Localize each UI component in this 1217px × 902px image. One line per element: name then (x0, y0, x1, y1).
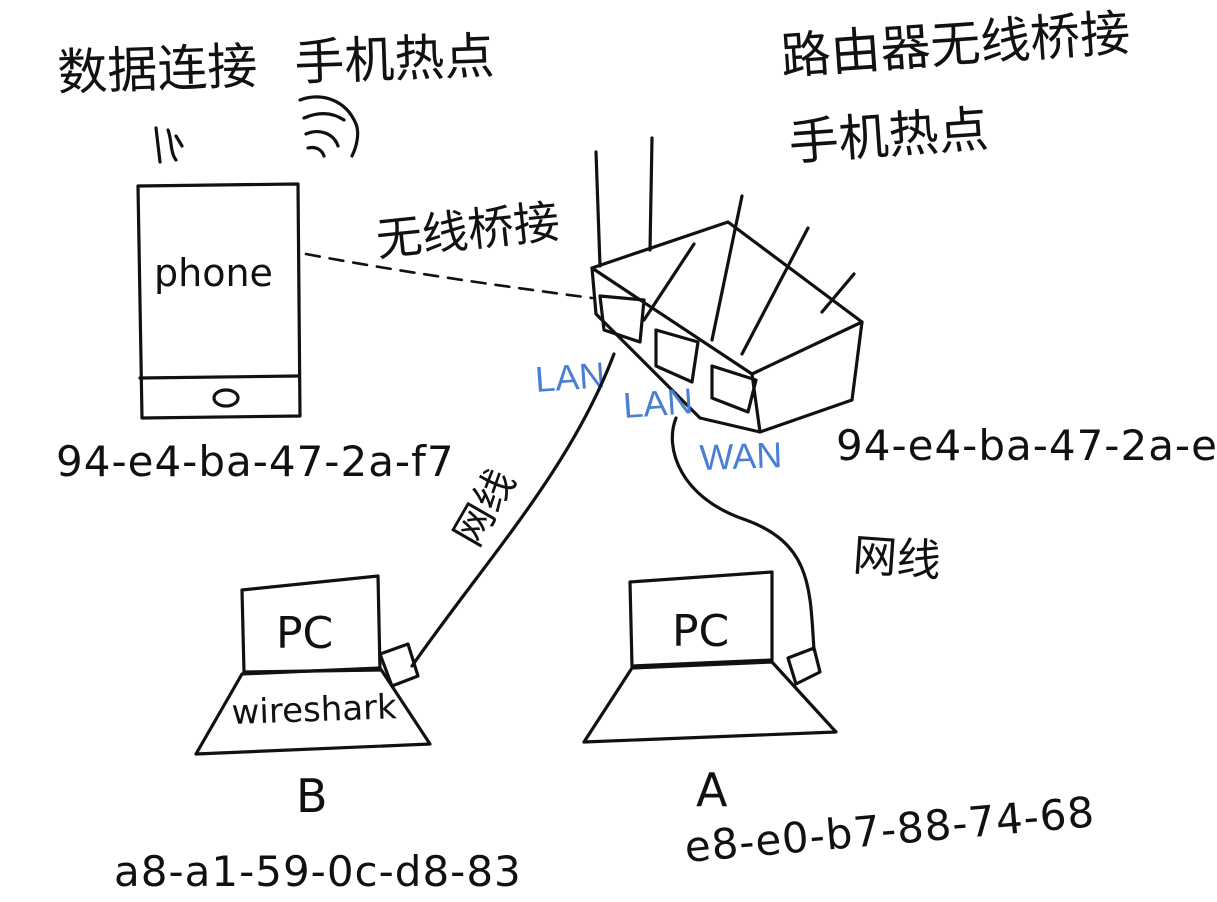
router-wireless-bridge-label: 路由器无线桥接 (779, 4, 1132, 86)
signal-bars-icon (154, 126, 184, 164)
router-antenna (648, 136, 654, 252)
wireless-bridge-link (304, 252, 594, 300)
pc-a-name: A (696, 763, 728, 817)
router (590, 136, 864, 434)
phone-label: phone (154, 251, 273, 295)
port-label-lan-1: LAN (534, 354, 607, 400)
ethernet-port (786, 646, 822, 686)
data-connection-label: 数据连接 (56, 37, 258, 102)
phone-mac: 94-e4-ba-47-2a-f7 (56, 437, 455, 486)
pc-a-mac: e8-e0-b7-88-74-68 (683, 787, 1097, 872)
cable-label-right: 网线 (851, 530, 942, 587)
cable-router-to-pc-b (410, 352, 616, 668)
phone-hotspot-label: 手机热点 (293, 27, 495, 92)
lan-port-1 (598, 294, 646, 344)
router-antenna (594, 150, 602, 268)
lan-port-2 (654, 328, 700, 384)
pc-a-laptop: PC (582, 570, 838, 744)
pc-a-label: PC (672, 606, 729, 657)
pc-b-laptop: PC wireshark (194, 574, 432, 756)
phone-device: phone (136, 182, 302, 420)
wan-port (710, 364, 758, 414)
router-mac: 94-e4-ba-47-2a-e8 (836, 421, 1217, 470)
wifi-icon (298, 95, 360, 158)
cable-label-left: 网线 (445, 462, 525, 554)
router-phone-hotspot-label: 手机热点 (787, 100, 991, 172)
port-label-wan: WAN (699, 434, 783, 478)
cable-router-to-pc-a (670, 416, 816, 652)
pc-b-name: B (296, 769, 328, 823)
wireless-bridge-label: 无线桥接 (374, 194, 563, 267)
pc-b-software: wireshark (231, 687, 398, 733)
pc-b-mac: a8-a1-59-0c-d8-83 (114, 847, 522, 896)
port-label-lan-2: LAN (622, 380, 695, 426)
ethernet-port (378, 642, 420, 688)
pc-b-label: PC (276, 608, 333, 659)
